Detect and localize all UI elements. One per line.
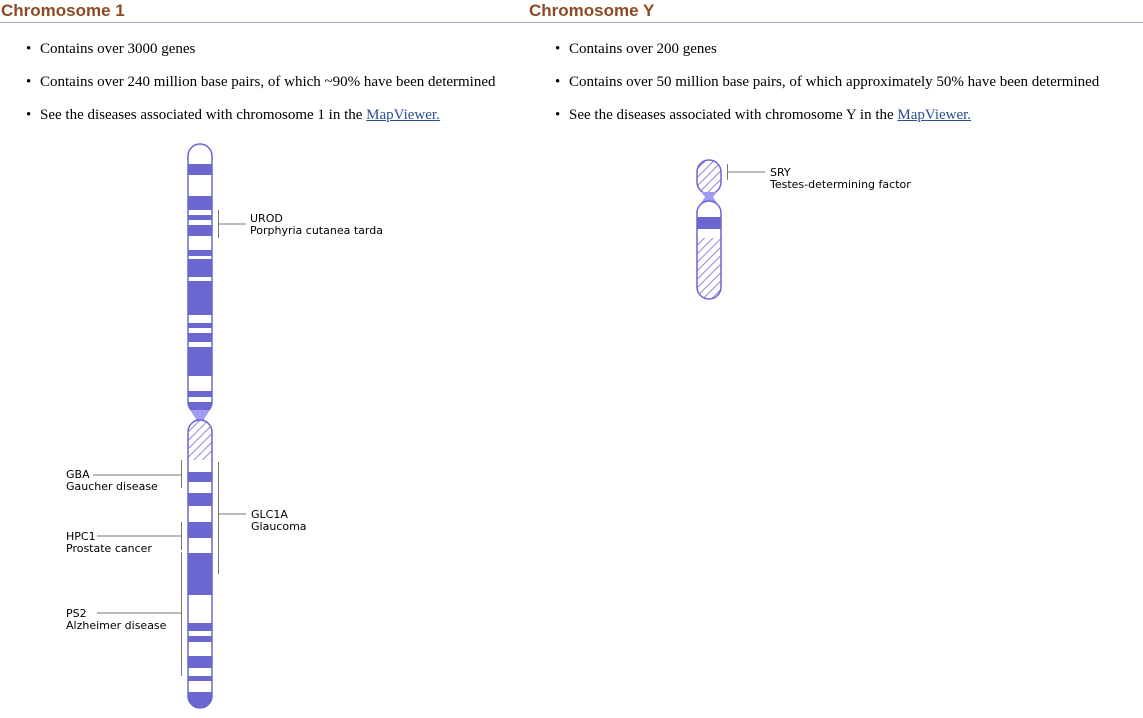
fact-text: See the diseases associated with chromos… <box>569 107 898 123</box>
chromosome-1-ideogram <box>187 143 213 709</box>
list-item: • See the diseases associated with chromo… <box>26 106 496 124</box>
list-item: • Contains over 240 million base pairs, o… <box>26 73 496 91</box>
chromosome-y-ideogram <box>696 159 722 300</box>
fact-text: See the diseases associated with chromos… <box>40 107 367 123</box>
fact-text: Contains over 200 genes <box>569 41 717 57</box>
list-item: • See the diseases associated with chromo… <box>555 106 1099 124</box>
gene-disease-ps2: Alzheimer disease <box>66 619 167 632</box>
gene-marker-gba <box>93 460 182 488</box>
list-item: • Contains over 200 genes <box>555 40 1099 58</box>
list-item: • Contains over 50 million base pairs, of… <box>555 73 1099 91</box>
gene-disease-glc1a: Glaucoma <box>251 520 307 533</box>
gene-marker-ps2 <box>97 552 182 676</box>
gene-symbol-hpc1: HPC1 <box>66 530 96 543</box>
chromosome-1-title: Chromosome 1 <box>0 0 529 23</box>
gene-symbol-glc1a: GLC1A <box>251 508 288 521</box>
gene-disease-sry: Testes-determining factor <box>769 178 911 191</box>
fact-text: Contains over 50 million base pairs, of … <box>569 74 1100 90</box>
chromosome-1-section: Chromosome 1 • Contains over 3000 genes •… <box>0 0 529 123</box>
bullet-icon: • <box>26 74 32 90</box>
mapviewer-link[interactable]: MapViewer. <box>366 107 440 123</box>
chromosome-1-facts: • Contains over 3000 genes • Contains over… <box>26 40 496 139</box>
gene-symbol-urod: UROD <box>250 212 283 225</box>
fact-text: Contains over 3000 genes <box>40 41 196 57</box>
gene-marker-urod <box>218 210 246 238</box>
fact-text: Contains over 240 million base pairs, of… <box>40 74 496 90</box>
gene-disease-urod: Porphyria cutanea tarda <box>250 224 383 237</box>
mapviewer-link[interactable]: MapViewer. <box>897 107 972 123</box>
gene-marker-sry <box>727 164 765 180</box>
bullet-icon: • <box>555 74 561 90</box>
gene-marker-hpc1 <box>97 522 182 550</box>
bullet-icon: • <box>26 107 32 123</box>
bullet-icon: • <box>555 41 561 57</box>
chromosome-y-section: Chromosome Y • Contains over 200 genes • C… <box>529 0 1143 123</box>
gene-symbol-gba: GBA <box>66 468 90 481</box>
gene-marker-glc1a <box>218 462 246 574</box>
chromosome-y-facts: • Contains over 200 genes • Contains over … <box>555 40 1099 139</box>
chromosome-y-title: Chromosome Y <box>529 0 1143 23</box>
gene-symbol-ps2: PS2 <box>66 607 87 620</box>
gene-disease-gba: Gaucher disease <box>66 480 158 493</box>
bullet-icon: • <box>26 41 32 57</box>
list-item: • Contains over 3000 genes <box>26 40 496 58</box>
bullet-icon: • <box>555 107 561 123</box>
gene-symbol-sry: SRY <box>770 166 791 179</box>
gene-disease-hpc1: Prostate cancer <box>66 542 152 555</box>
